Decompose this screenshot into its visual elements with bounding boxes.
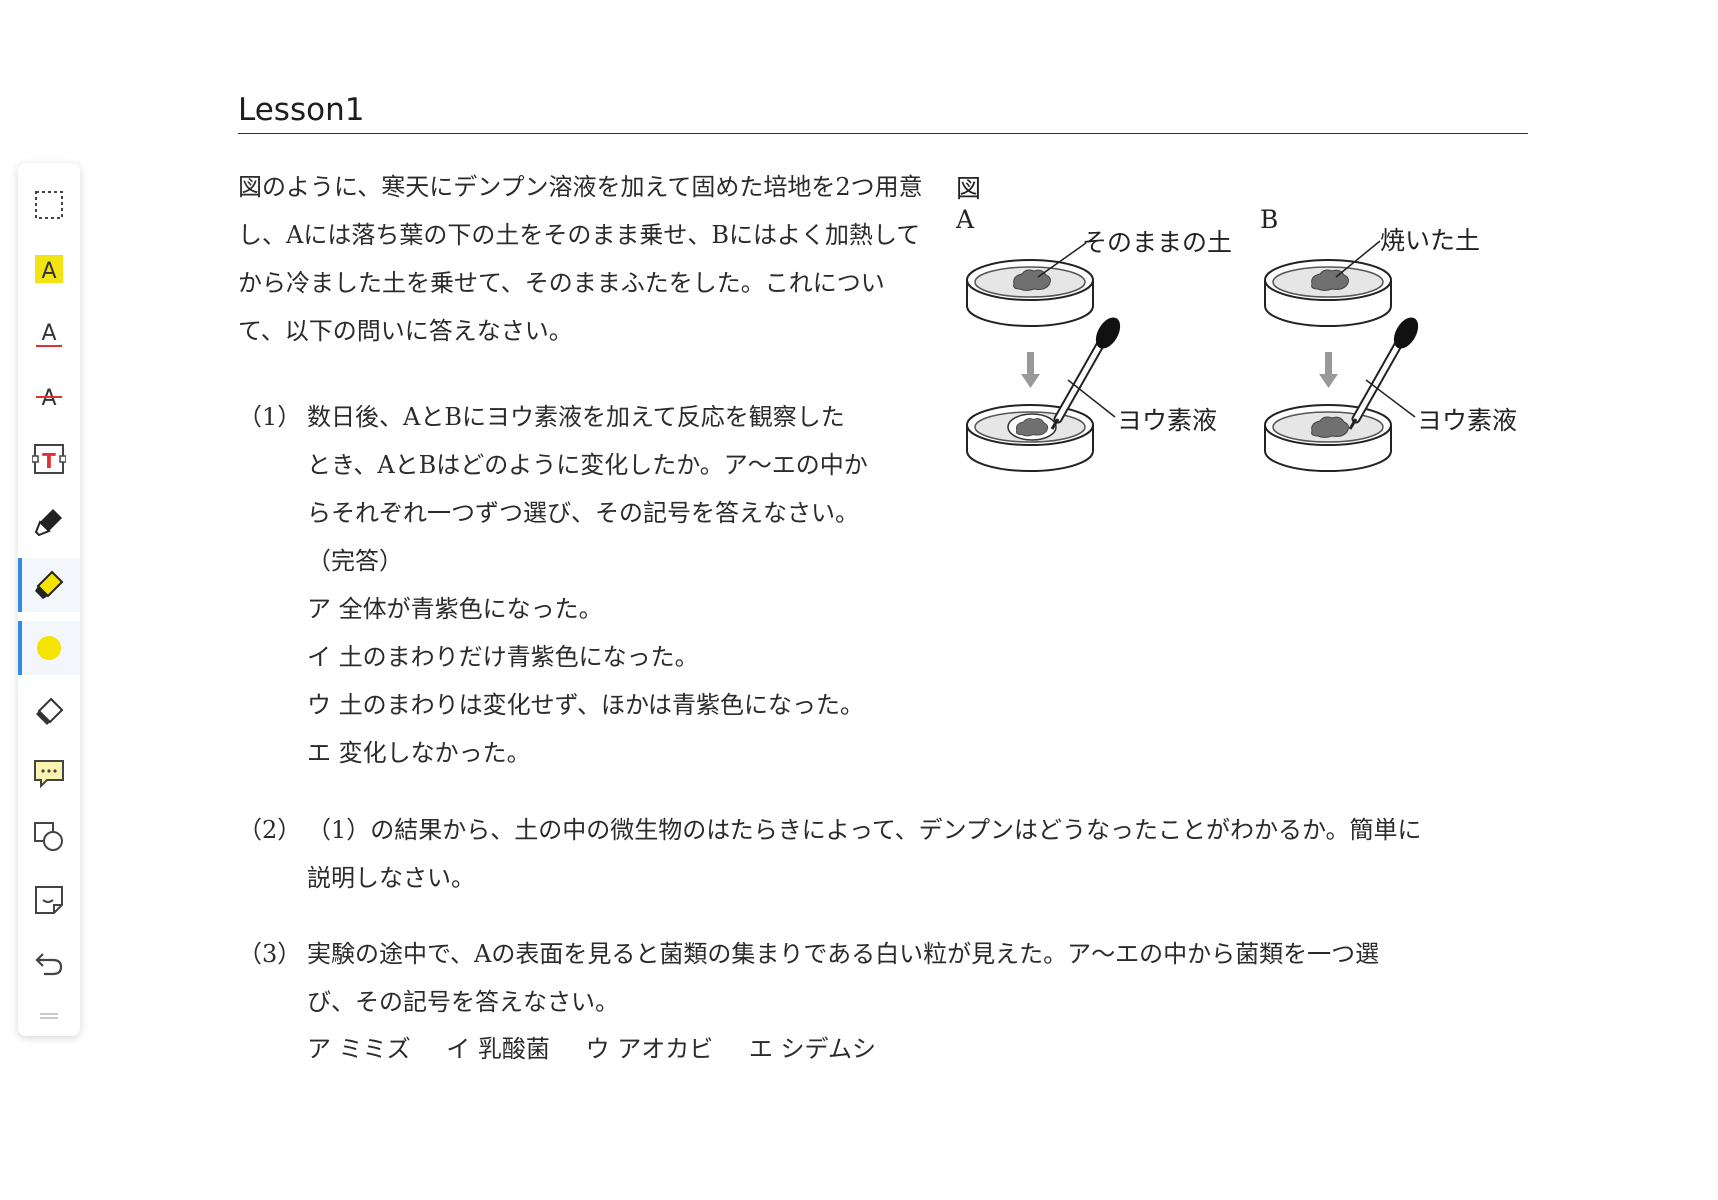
question-1-line: （完答） — [307, 547, 403, 575]
label-untreated-soil: そのままの土 — [1082, 228, 1233, 257]
highlighter-tool[interactable] — [18, 558, 80, 612]
label-iodine-b: ヨウ素液 — [1417, 406, 1518, 435]
undo-tool[interactable] — [18, 936, 80, 990]
choice-i: イ 土のまわりだけ青紫色になった。 — [307, 643, 699, 671]
eraser-tool[interactable] — [18, 684, 80, 738]
page-title: Lesson1 — [238, 92, 365, 128]
leader-iodine-b — [1365, 379, 1416, 418]
label-heated-soil: 焼いた土 — [1380, 226, 1481, 255]
shapes-icon — [33, 821, 65, 853]
comment-icon — [33, 759, 65, 789]
comment-tool[interactable] — [18, 747, 80, 801]
title-divider — [238, 133, 1528, 134]
highlight-a-icon: A — [34, 254, 64, 284]
question-3-choices: ア ミミズ イ 乳酸菌 ウ アオカビ エ シデムシ — [307, 1025, 904, 1073]
color-picker-tool[interactable] — [18, 621, 80, 675]
question-2-number: （2） — [238, 816, 302, 844]
svg-text:A: A — [41, 386, 56, 411]
question-2: （1）の結果から、土の中の微生物のはたらきによって、デンプンはどうなったことがわ… — [307, 806, 1421, 902]
choice-u: ウ アオカビ — [585, 1035, 714, 1063]
text-box-icon: T — [32, 442, 66, 476]
leader-iodine-a — [1067, 379, 1116, 418]
sticker-tool[interactable] — [18, 873, 80, 927]
svg-text:T: T — [42, 449, 56, 473]
undo-icon — [34, 950, 64, 976]
question-3-line: び、その記号を答えなさい。 — [307, 988, 619, 1016]
question-3-line: 実験の途中で、Aの表面を見ると菌類の集まりである白い粒が見えた。ア～エの中から菌… — [307, 940, 1380, 968]
strikethrough-text-tool[interactable]: A — [18, 369, 80, 423]
arrow-down-b — [1319, 374, 1338, 388]
yellow-color-dot-icon — [36, 635, 62, 661]
figure-label-b: B — [1260, 205, 1279, 234]
shapes-tool[interactable] — [18, 810, 80, 864]
rectangle-select-tool[interactable] — [18, 178, 80, 232]
strikethrough-a-icon: A — [34, 381, 64, 411]
svg-text:A: A — [41, 259, 56, 284]
choice-u: ウ 土のまわりは変化せず、ほかは青紫色になった。 — [307, 691, 864, 719]
question-3-number: （3） — [238, 940, 302, 968]
question-1-line: とき、AとBはどのように変化したか。ア～エの中か — [307, 451, 868, 479]
svg-text:A: A — [41, 321, 56, 346]
arrow-down-a — [1021, 374, 1040, 388]
choice-e: エ シデムシ — [748, 1035, 876, 1063]
pen-icon — [33, 506, 65, 538]
choice-i: イ 乳酸菌 — [446, 1035, 550, 1063]
question-1: 数日後、AとBにヨウ素液を加えて反応を観察した とき、AとBはどのように変化した… — [307, 393, 868, 777]
eraser-icon — [33, 695, 65, 727]
figure-label-a: A — [956, 205, 975, 234]
question-2-line: 説明しなさい。 — [307, 864, 475, 892]
choice-a: ア 全体が青紫色になった。 — [307, 595, 603, 623]
question-1-line: 数日後、AとBにヨウ素液を加えて反応を観察した — [307, 403, 845, 431]
question-2-line: （1）の結果から、土の中の微生物のはたらきによって、デンプンはどうなったことがわ… — [307, 816, 1422, 844]
sticker-icon — [34, 885, 64, 915]
toolbar-tools: A A A T — [18, 163, 80, 1036]
question-1-line: らそれぞれ一つずつ選び、その記号を答えなさい。 — [307, 499, 859, 527]
leader-untreated-soil — [1037, 242, 1087, 278]
underline-text-tool[interactable]: A — [18, 306, 80, 360]
toolbar-drag-handle[interactable] — [40, 1013, 58, 1019]
leader-heated-soil — [1335, 240, 1381, 278]
intro-paragraph: 図のように、寒天にデンプン溶液を加えて固めた培地を2つ用意し、Aには落ち葉の下の… — [238, 173, 923, 345]
highlighter-icon — [33, 569, 65, 601]
question-1-number: （1） — [238, 403, 302, 431]
figure-caption: 図 — [956, 174, 982, 203]
figure-drawing — [966, 240, 1530, 472]
dashed-rectangle-icon — [34, 190, 64, 220]
highlight-text-tool[interactable]: A — [18, 242, 80, 296]
choice-e: エ 変化しなかった。 — [307, 739, 531, 767]
choice-a: ア ミミズ — [307, 1035, 411, 1063]
pen-tool[interactable] — [18, 495, 80, 549]
underline-a-icon: A — [34, 317, 64, 349]
label-iodine-a: ヨウ素液 — [1117, 406, 1218, 435]
question-3: 実験の途中で、Aの表面を見ると菌類の集まりである白い粒が見えた。ア～エの中から菌… — [307, 930, 1379, 1026]
text-box-tool[interactable]: T — [18, 432, 80, 486]
